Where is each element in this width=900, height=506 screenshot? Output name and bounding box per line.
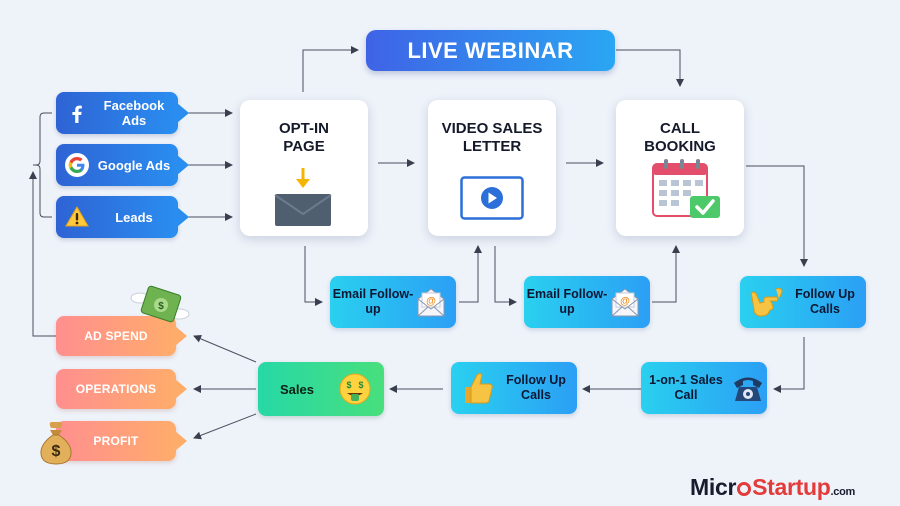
calendar-check-icon [650, 158, 722, 227]
optin-page-card: OPT-IN PAGE [240, 100, 368, 236]
facebook-icon [64, 100, 90, 126]
connector-sales-to-profit [193, 413, 257, 440]
svg-text:$: $ [158, 301, 164, 312]
operations-box: OPERATIONS [56, 369, 187, 409]
video-play-icon [460, 176, 524, 225]
connector-webinar-to-call [616, 49, 684, 87]
connector-email1-to-vsl [459, 245, 482, 303]
money-bag-icon: $ [38, 420, 74, 471]
money-mouth-face-icon: $ $ [338, 372, 372, 406]
sales-box: Sales $ $ [258, 362, 384, 416]
followup-calls-1: Follow Up Calls [740, 276, 866, 328]
svg-text:$: $ [52, 443, 61, 460]
svg-text:@: @ [426, 296, 436, 307]
warning-icon [64, 204, 90, 230]
ad-spend-box: AD SPEND [56, 316, 187, 356]
svg-text:@: @ [620, 296, 630, 307]
google-icon [64, 152, 90, 178]
email-at-icon: @ [414, 285, 448, 319]
video-sales-letter-card: VIDEO SALES LETTER [428, 100, 556, 236]
connector-vsl-to-email2 [494, 246, 517, 306]
call-me-hand-icon [740, 283, 784, 321]
live-webinar-box: LIVE WEBINAR [366, 30, 615, 71]
vsl-title: VIDEO SALES LETTER [441, 120, 543, 155]
connector-call-to-followup [746, 165, 808, 267]
svg-text:$: $ [358, 380, 363, 390]
email-at-icon: @ [608, 285, 642, 319]
connector-optin-to-webinar [302, 46, 359, 92]
connector-adspend-loop [29, 171, 56, 337]
connector-followup-to-1on1 [773, 337, 805, 393]
call-booking-card: CALL BOOKING [616, 100, 744, 236]
source-leads: Leads [56, 196, 189, 238]
svg-text:$: $ [346, 380, 351, 390]
envelope-download-icon [273, 166, 333, 233]
one-on-one-sales-call: 1-on-1 Sales Call [641, 362, 767, 414]
thumbs-up-icon [451, 369, 495, 407]
connector-email2-to-call [652, 245, 680, 303]
source-google-ads: Google Ads [56, 144, 189, 186]
profit-box: PROFIT [56, 421, 187, 461]
source-facebook-ads: Facebook Ads [56, 92, 189, 134]
telephone-icon [731, 373, 765, 403]
connector-sales-to-adspend [193, 335, 257, 363]
followup-calls-2: Follow Up Calls [451, 362, 577, 414]
email-followup-2: Email Follow-up @ [524, 276, 650, 328]
logo-o-mark [737, 482, 752, 496]
call-booking-title: CALL BOOKING [644, 120, 716, 155]
connector-bracket [33, 112, 52, 218]
connector-optin-to-email1 [304, 246, 323, 306]
email-followup-1: Email Follow-up @ [330, 276, 456, 328]
flying-money-icon: $ [130, 284, 190, 337]
optin-page-title: OPT-IN PAGE [278, 120, 329, 155]
